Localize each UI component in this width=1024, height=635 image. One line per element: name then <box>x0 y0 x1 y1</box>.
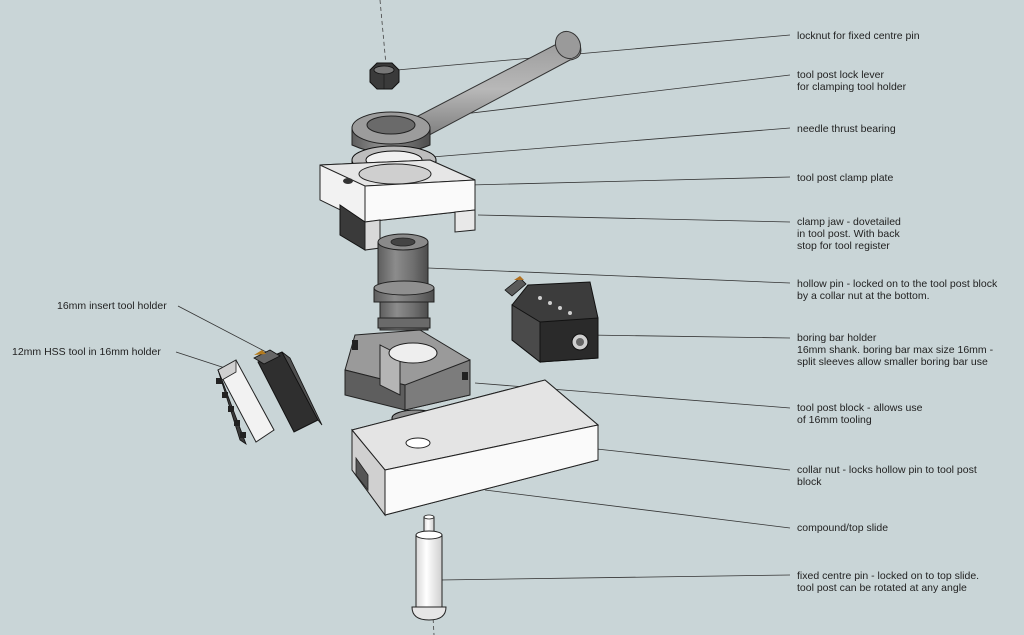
label-clamp-plate: tool post clamp plate <box>797 172 893 184</box>
label-locknut-line1: locknut for fixed centre pin <box>797 30 920 42</box>
label-clamp-plate-line1: tool post clamp plate <box>797 172 894 184</box>
label-lock-lever-line2: for clamping tool holder <box>797 81 907 93</box>
label-hss-tool-line1: 12mm HSS tool in 16mm holder <box>12 346 161 358</box>
leader-lines <box>175 34 791 581</box>
label-collar-nut-line2: block <box>797 476 822 488</box>
label-insert-tool-holder: 16mm insert tool holder <box>57 300 167 312</box>
label-lock-lever-line1: tool post lock lever <box>797 69 884 81</box>
hollow-pin <box>373 233 435 331</box>
label-hss-tool: 12mm HSS tool in 16mm holder <box>12 346 161 358</box>
label-insert-holder-line1: 16mm insert tool holder <box>57 300 167 312</box>
label-boring-bar-line2: 16mm shank. boring bar max size 16mm - <box>797 344 994 356</box>
label-hollow-pin: hollow pin - locked on to the tool post … <box>797 278 997 302</box>
label-lock-lever: tool post lock lever for clamping tool h… <box>797 69 906 93</box>
label-hollow-pin-line2: by a collar nut at the bottom. <box>797 290 930 302</box>
label-locknut: locknut for fixed centre pin <box>797 30 920 42</box>
compound-slide <box>351 379 600 517</box>
label-fixed-centre-pin: fixed centre pin - locked on to top slid… <box>797 570 979 594</box>
locknut <box>369 62 400 90</box>
clamp-plate <box>319 159 476 223</box>
label-clamp-jaw: clamp jaw - dovetailed in tool post. Wit… <box>797 216 901 252</box>
label-compound-slide-line1: compound/top slide <box>797 522 889 534</box>
label-tool-post-block-line2: of 16mm tooling <box>797 414 872 426</box>
lock-lever <box>393 30 582 141</box>
label-clamp-jaw-line1: clamp jaw - dovetailed <box>797 216 901 228</box>
label-hollow-pin-line1: hollow pin - locked on to the tool post … <box>797 278 998 290</box>
label-boring-bar-holder: boring bar holder 16mm shank. boring bar… <box>797 332 993 368</box>
label-collar-nut-line1: collar nut - locks hollow pin to tool po… <box>797 464 977 476</box>
centre-axis <box>379 0 435 635</box>
label-fixed-pin-line1: fixed centre pin - locked on to top slid… <box>797 570 980 582</box>
label-clamp-jaw-line3: stop for tool register <box>797 240 890 252</box>
fixed-centre-pin <box>411 514 447 621</box>
label-compound-slide: compound/top slide <box>797 522 888 534</box>
label-fixed-pin-line2: tool post can be rotated at any angle <box>797 582 967 594</box>
label-collar-nut: collar nut - locks hollow pin to tool po… <box>797 464 977 488</box>
boring-bar-holder <box>504 276 599 364</box>
label-tool-post-block: tool post block - allows use of 16mm too… <box>797 402 922 426</box>
label-tool-post-block-line1: tool post block - allows use <box>797 402 923 414</box>
insert-tool-holder <box>253 349 323 433</box>
label-needle-bearing: needle thrust bearing <box>797 123 896 135</box>
hss-tool-holder <box>216 359 275 446</box>
tool-post-block <box>344 329 471 411</box>
label-boring-bar-line1: boring bar holder <box>797 332 877 344</box>
label-boring-bar-line3: split sleeves allow smaller boring bar u… <box>797 356 988 368</box>
label-needle-bearing-line1: needle thrust bearing <box>797 123 896 135</box>
label-clamp-jaw-line2: in tool post. With back <box>797 228 900 240</box>
